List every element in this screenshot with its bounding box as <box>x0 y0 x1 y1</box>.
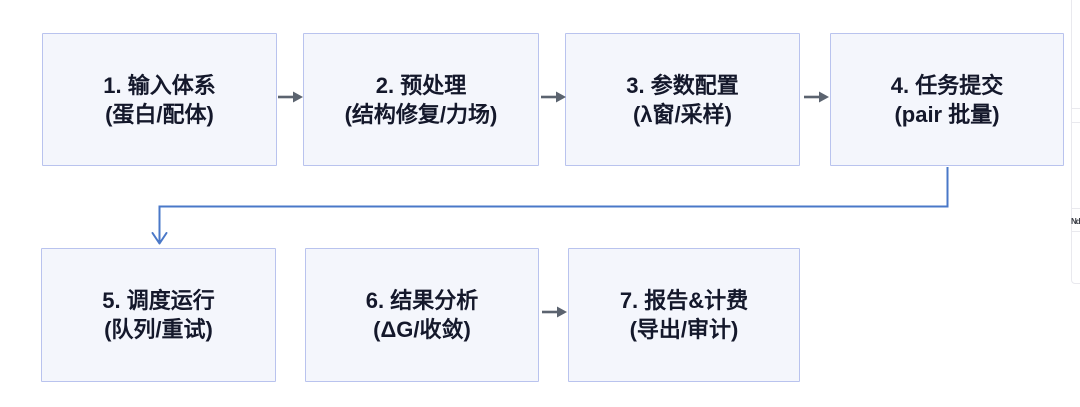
clipped-panel-divider <box>1072 108 1080 109</box>
step-title: 2. 预处理 <box>375 72 467 98</box>
step-title: 3. 参数配置 <box>626 72 739 98</box>
arrow-right-icon <box>278 91 303 103</box>
clipped-right-panel <box>1071 0 1080 284</box>
flow-step-4-job-submit: 4. 任务提交 (pair 批量) <box>830 33 1064 166</box>
clipped-panel-divider <box>1072 122 1080 123</box>
arrow-right-icon <box>541 91 566 103</box>
flow-step-1-input-system: 1. 输入体系 (蛋白/配体) <box>42 33 277 166</box>
step-subtitle: (结构修复/力场) <box>344 101 498 127</box>
flow-step-2-preprocess: 2. 预处理 (结构修复/力场) <box>303 33 539 166</box>
step-subtitle: (队列/重试) <box>104 317 213 342</box>
clipped-text-fragment: Nd <box>1071 217 1080 226</box>
step-title: 1. 输入体系 <box>103 72 216 98</box>
arrow-down-head-icon <box>151 232 168 245</box>
clipped-panel-divider <box>1072 208 1080 209</box>
flow-step-7-report-billing: 7. 报告&计费 (导出/审计) <box>568 248 800 382</box>
arrow-right-icon <box>804 91 829 103</box>
step-subtitle: (λ窗/采样) <box>632 101 732 127</box>
flow-step-5-schedule-run: 5. 调度运行 (队列/重试) <box>41 248 276 382</box>
step-title: 5. 调度运行 <box>102 288 215 313</box>
flow-step-3-parameter-config: 3. 参数配置 (λ窗/采样) <box>565 33 800 166</box>
step-subtitle: (ΔG/收敛) <box>373 317 471 342</box>
step-subtitle: (导出/审计) <box>629 317 739 342</box>
step-title: 7. 报告&计费 <box>619 288 749 313</box>
clipped-panel-divider <box>1072 231 1080 232</box>
flow-step-6-result-analysis: 6. 结果分析 (ΔG/收敛) <box>305 248 539 382</box>
step-title: 4. 任务提交 <box>890 72 1004 98</box>
arrow-right-icon <box>542 306 567 318</box>
step-subtitle: (pair 批量) <box>894 101 1000 127</box>
step-subtitle: (蛋白/配体) <box>105 101 214 127</box>
step-title: 6. 结果分析 <box>365 288 479 313</box>
